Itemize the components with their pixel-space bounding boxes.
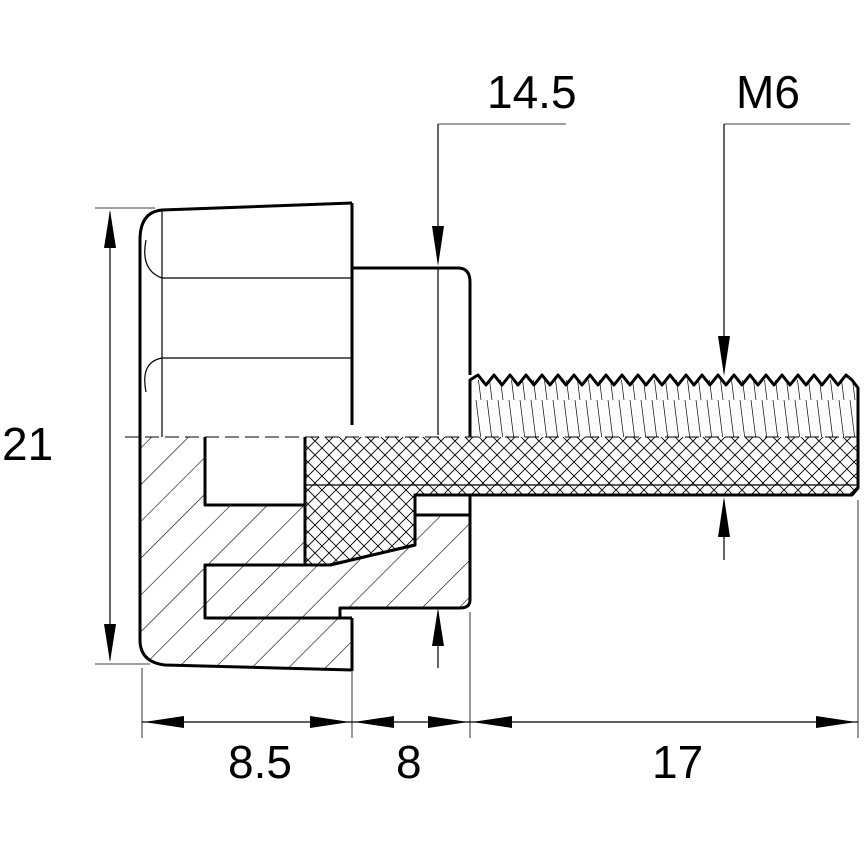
dimension-lengths: 8.5 8 17 xyxy=(141,500,859,788)
knob-head xyxy=(138,201,354,437)
collar-diameter-label: 14.5 xyxy=(487,66,577,118)
thread-external xyxy=(468,373,860,437)
dimension-collar-diameter: 14.5 xyxy=(432,66,577,668)
thread-size-label: M6 xyxy=(736,66,800,118)
overall-height-label: 21 xyxy=(2,418,53,470)
collar xyxy=(352,266,472,435)
stud-section xyxy=(303,437,860,567)
head-length-label: 8.5 xyxy=(228,736,292,788)
dimension-thread-size: M6 xyxy=(718,66,850,560)
thread-length-label: 17 xyxy=(652,736,703,788)
dimension-overall-height: 21 xyxy=(2,207,155,665)
collar-length-label: 8 xyxy=(396,736,422,788)
